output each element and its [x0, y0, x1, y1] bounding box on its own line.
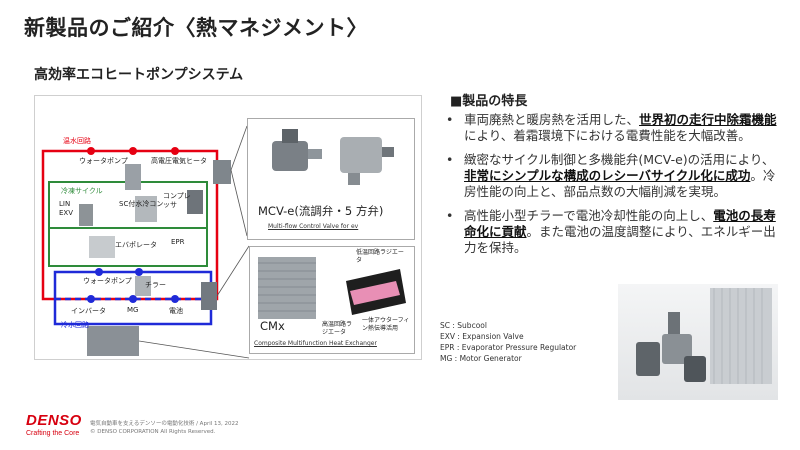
- bullet-icon: •: [446, 152, 454, 167]
- mcv-e-valve-image: [272, 129, 394, 185]
- footer-copyright: © DENSO CORPORATION All Rights Reserved.: [90, 429, 216, 435]
- bullet-icon: •: [446, 208, 454, 223]
- page-subtitle: 高効率エコヒートポンプシステム: [34, 67, 244, 83]
- abbreviation-legend: SC : Subcool EXV : Expansion Valve EPR :…: [440, 320, 576, 364]
- lin-exv-label: LIN EXV: [59, 200, 74, 217]
- cmx-low-temp-label: 低温回路ラジエータ: [356, 249, 404, 264]
- heater-label: 高電圧電気ヒータ: [151, 157, 207, 165]
- mcv-e-caption: Multi-flow Control Valve for ev: [268, 223, 359, 230]
- water-pump-bottom-label: ウォータポンプ: [83, 277, 132, 285]
- water-pump-top-label: ウォータポンプ: [79, 157, 128, 165]
- bullet-icon: •: [446, 112, 454, 127]
- feature-highlight: 非常にシンプルな構成のレシーバサイクル化に成功: [464, 168, 751, 183]
- cmx-caption: Composite Multifunction Heat Exchanger: [254, 340, 377, 347]
- abbreviation-epr: EPR : Evaporator Pressure Regulator: [440, 343, 577, 352]
- feature-item: • 緻密なサイクル制御と多機能弁(MCV-e)の活用により、非常にシンプルな構成…: [446, 152, 776, 199]
- logo-tagline: Crafting the Core: [26, 430, 80, 437]
- feature-item: • 車両廃熱と暖房熱を活用した、世界初の走行中除霜機能により、着霜環境下における…: [446, 112, 777, 143]
- denso-logo: DENSO Crafting the Core: [26, 412, 82, 437]
- cmx-fin-label: 一体アウターフィン熱伝導活用: [362, 317, 410, 332]
- inverter-label: インバータ: [71, 307, 106, 315]
- product-photo: [618, 284, 778, 400]
- battery-label: 電池: [169, 307, 183, 315]
- circuit-lines: [41, 125, 250, 359]
- refrigeration-label: 冷凍サイクル: [61, 187, 103, 195]
- feature-highlight: 世界初の走行中除霜機能: [639, 112, 777, 127]
- features-heading: ■製品の特長: [450, 94, 528, 109]
- cmx-title: CMx: [260, 319, 285, 333]
- abbreviation-mg: MG : Motor Generator: [440, 354, 522, 363]
- system-diagram: 温水回路 ウォータポンプ 高電圧電気ヒータ 冷凍サイクル SC付水冷コン LIN…: [34, 95, 422, 360]
- footer: 電気自動車を支えるデンソーの電動化技術 / April 13, 2022 © D…: [90, 420, 239, 436]
- cmx-box: 低温回路ラジエータ 高温回路ラジエータ 一体アウターフィン熱伝導活用 CMx C…: [249, 246, 415, 354]
- mg-label: MG: [127, 306, 139, 314]
- compressor-label: コンプレッサ: [163, 192, 191, 209]
- mcv-e-title: MCV-e(流調弁・5 方弁): [258, 204, 384, 218]
- page-title: 新製品のご紹介〈熱マネジメント〉: [24, 16, 368, 40]
- feature-highlight: 電池の長寿命化に貢献: [464, 208, 776, 239]
- cmx-heat-exchanger-image: [258, 257, 406, 319]
- mcv-e-box: MCV-e(流調弁・5 方弁) Multi-flow Control Valve…: [247, 118, 415, 240]
- abbreviation-exv: EXV : Expansion Valve: [440, 332, 524, 341]
- chiller-label: チラー: [145, 281, 166, 289]
- evaporator-label: エバポレータ: [115, 241, 157, 249]
- sc-condenser-label: SC付水冷コン: [119, 200, 164, 208]
- cold-loop-label: 冷水回路: [61, 321, 89, 329]
- epr-label: EPR: [171, 238, 185, 246]
- hot-loop-label: 温水回路: [63, 137, 91, 145]
- cmx-high-temp-label: 高温回路ラジエータ: [322, 321, 353, 336]
- footer-title: 電気自動車を支えるデンソーの電動化技術 / April 13, 2022: [90, 421, 239, 427]
- features-list: • 車両廃熱と暖房熱を活用した、世界初の走行中除霜機能により、着霜環境下における…: [440, 112, 780, 264]
- feature-item: • 高性能小型チラーで電池冷却性能の向上し、電池の長寿命化に貢献。また電池の温度…: [446, 208, 776, 255]
- product-photo-image: [636, 288, 772, 384]
- abbreviation-sc: SC : Subcool: [440, 321, 487, 330]
- logo-text: DENSO: [26, 412, 82, 429]
